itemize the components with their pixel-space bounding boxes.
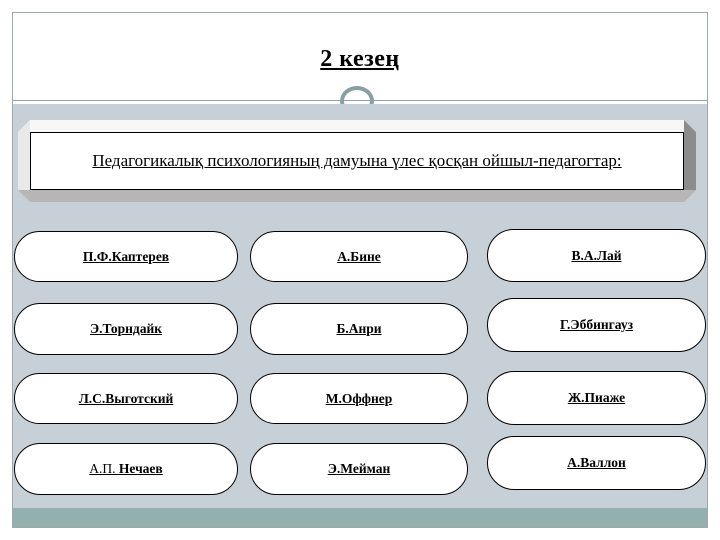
header-callout-box: Педагогикалық психологияның дамуына үлес… — [18, 120, 696, 202]
name-pill-label: А.П. Нечаев — [79, 461, 172, 477]
name-pill[interactable]: А.П. Нечаев — [14, 443, 238, 495]
page-title: 2 кезең — [320, 46, 400, 72]
name-pill-label: М.Оффнер — [325, 390, 393, 406]
title-band: 2 кезең — [13, 13, 707, 100]
name-pill-label: В.А.Лай — [571, 247, 622, 263]
name-pill-label: Б.Анри — [336, 321, 382, 336]
name-pill-label: А.Валлон — [567, 455, 626, 470]
name-pill[interactable]: Э.Торндайк — [14, 303, 238, 355]
name-pill-label: Ж.Пиаже — [567, 390, 626, 405]
name-pill-label: Э.Торндайк — [89, 321, 163, 336]
bevel-edge-bottom — [18, 190, 696, 202]
name-pill[interactable]: А.Валлон — [487, 436, 706, 490]
header-callout-inner: Педагогикалық психологияның дамуына үлес… — [30, 132, 684, 190]
name-pill[interactable]: В.А.Лай — [487, 229, 706, 282]
name-pill-label: А.Бине — [337, 248, 381, 264]
name-pill-label: П.Ф.Каптерев — [82, 248, 170, 264]
footer-band — [13, 508, 707, 527]
bevel-edge-top — [18, 120, 696, 132]
header-text: Педагогикалық психологияның дамуына үлес… — [92, 151, 622, 170]
name-pill[interactable]: М.Оффнер — [250, 373, 468, 424]
name-pill-surname: Нечаев — [118, 461, 163, 476]
name-pill[interactable]: Л.С.Выготский — [14, 373, 238, 424]
name-pill[interactable]: Э.Мейман — [250, 443, 468, 495]
name-pill[interactable]: П.Ф.Каптерев — [14, 231, 238, 282]
name-pill-initials: А.П. — [89, 461, 119, 476]
name-pill-label: Г.Эббингауз — [559, 317, 634, 332]
bevel-edge-right — [684, 120, 696, 202]
bevel-edge-left — [18, 120, 30, 202]
name-pill[interactable]: Г.Эббингауз — [487, 298, 706, 352]
name-pill-label: Л.С.Выготский — [78, 390, 174, 406]
name-pill-label: Э.Мейман — [327, 461, 391, 476]
name-pill[interactable]: Ж.Пиаже — [487, 371, 706, 425]
slide-border-frame — [12, 12, 708, 528]
name-pill[interactable]: Б.Анри — [250, 303, 468, 355]
name-pill[interactable]: А.Бине — [250, 231, 468, 282]
